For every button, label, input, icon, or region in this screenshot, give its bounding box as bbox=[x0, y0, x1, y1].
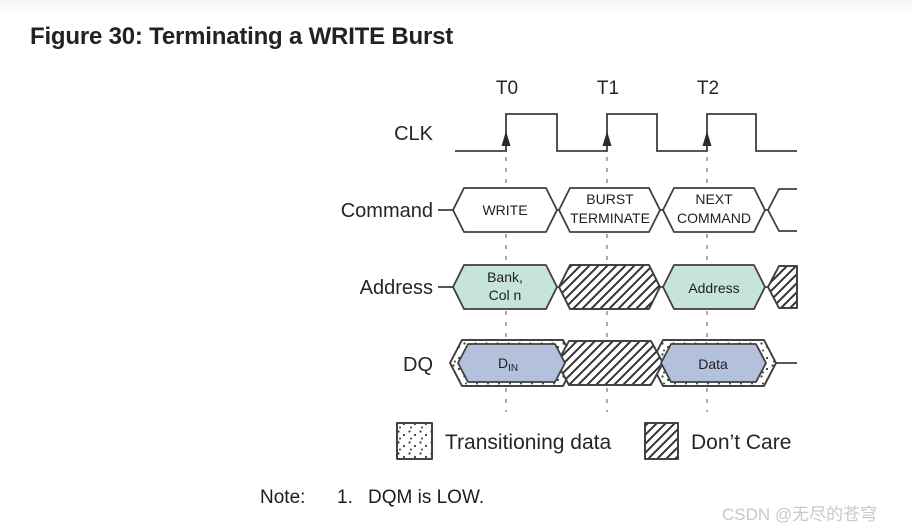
legend-transitioning-label: Transitioning data bbox=[445, 431, 611, 454]
clk-waveform bbox=[455, 113, 797, 152]
top-gradient-strip bbox=[0, 0, 912, 14]
dq-dont-care-cell bbox=[556, 340, 664, 386]
rising-edge-arrow-t2 bbox=[702, 131, 712, 146]
address-row-label: Address bbox=[360, 277, 433, 299]
note-number: 1. bbox=[337, 487, 353, 508]
burst-terminate-command-cell bbox=[558, 187, 661, 233]
din-data-cell bbox=[457, 343, 566, 383]
burst-cell-line2: TERMINATE bbox=[570, 210, 650, 226]
address-dont-care-right bbox=[767, 265, 798, 309]
clk-row-label: CLK bbox=[394, 123, 434, 145]
legend-dont-care-label: Don’t Care bbox=[691, 431, 791, 454]
note-label: Note: bbox=[260, 487, 306, 508]
rising-edge-arrow-t1 bbox=[602, 131, 612, 146]
data-data-cell bbox=[660, 343, 767, 383]
address-row: Address Bank, Col n Address bbox=[360, 264, 798, 310]
bank-cell-line2: Col n bbox=[489, 287, 522, 303]
dont-care-swatch bbox=[644, 422, 679, 460]
clk-row: CLK bbox=[394, 113, 797, 152]
burst-cell-line1: BURST bbox=[586, 191, 634, 207]
din-subscript-text: IN bbox=[508, 363, 518, 374]
command-row-label: Command bbox=[341, 200, 433, 222]
bank-cell-line1: Bank, bbox=[487, 269, 523, 285]
rising-edge-arrow-t0 bbox=[501, 131, 511, 146]
watermark: CSDN @无尽的苍穹 bbox=[722, 505, 878, 524]
address-dont-care-cell bbox=[558, 264, 661, 310]
write-cell-label: WRITE bbox=[482, 202, 527, 218]
dq-row-label: DQ bbox=[403, 354, 433, 376]
bank-col-address-cell bbox=[452, 264, 558, 310]
dq-row: DQ DIN Data bbox=[403, 339, 797, 387]
tick-label-t1: T1 bbox=[597, 78, 619, 99]
command-row: Command WRITE BURST TERMINATE NEXT COMMA… bbox=[341, 187, 797, 233]
figure-title: Figure 30: Terminating a WRITE Burst bbox=[30, 23, 454, 50]
din-cell-label: DIN bbox=[498, 355, 518, 374]
tick-label-t0: T0 bbox=[496, 78, 518, 99]
next-cell-line2: COMMAND bbox=[677, 210, 751, 226]
clock-tick-labels: T0 T1 T2 bbox=[496, 78, 719, 99]
din-main-text: D bbox=[498, 355, 508, 371]
legend: Transitioning data Don’t Care bbox=[396, 422, 791, 460]
note-line: Note: 1. DQM is LOW. bbox=[0, 487, 912, 513]
address-cell-label: Address bbox=[688, 280, 739, 296]
transitioning-data-swatch bbox=[396, 422, 433, 460]
command-bus-open-right bbox=[767, 188, 797, 232]
next-address-cell bbox=[662, 264, 766, 310]
note-text: DQM is LOW. bbox=[368, 487, 485, 508]
write-command-cell bbox=[452, 187, 558, 233]
data-cell-label: Data bbox=[698, 356, 728, 372]
next-command-cell bbox=[662, 187, 766, 233]
next-cell-line1: NEXT bbox=[695, 191, 733, 207]
tick-label-t2: T2 bbox=[697, 78, 719, 99]
